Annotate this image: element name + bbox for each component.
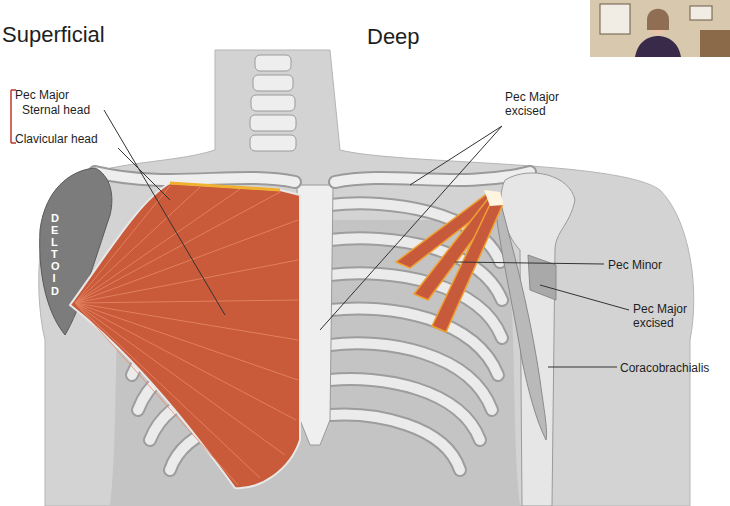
cervical-spine <box>250 55 296 151</box>
muscle-label: Pec Major <box>15 88 69 102</box>
muscle-label: Sternal head <box>22 103 90 117</box>
muscle-label: DELTOID <box>51 212 57 297</box>
pec-minor-muscle <box>396 190 504 332</box>
sternum <box>297 185 333 445</box>
bracket <box>10 90 12 143</box>
muscle-label: Coracobrachialis <box>620 361 709 375</box>
muscle-label: Clavicular head <box>15 132 98 146</box>
clavicle <box>95 172 530 182</box>
view-heading: Superficial <box>2 22 105 48</box>
muscle-fibres <box>75 186 298 485</box>
coracobrachialis-muscle <box>495 200 547 440</box>
humerus <box>501 173 575 506</box>
muscle-label: Pec Major excised <box>505 90 577 118</box>
view-heading: Deep <box>367 24 420 50</box>
muscle-label: Pec Minor <box>608 258 662 272</box>
pec-major-stump <box>528 255 556 300</box>
body-silhouette <box>39 50 694 506</box>
webcam-thumbnail <box>590 0 730 57</box>
leader-line <box>104 110 629 367</box>
muscle-label: Pec Major excised <box>633 302 705 330</box>
pec-major-muscle <box>70 183 300 488</box>
